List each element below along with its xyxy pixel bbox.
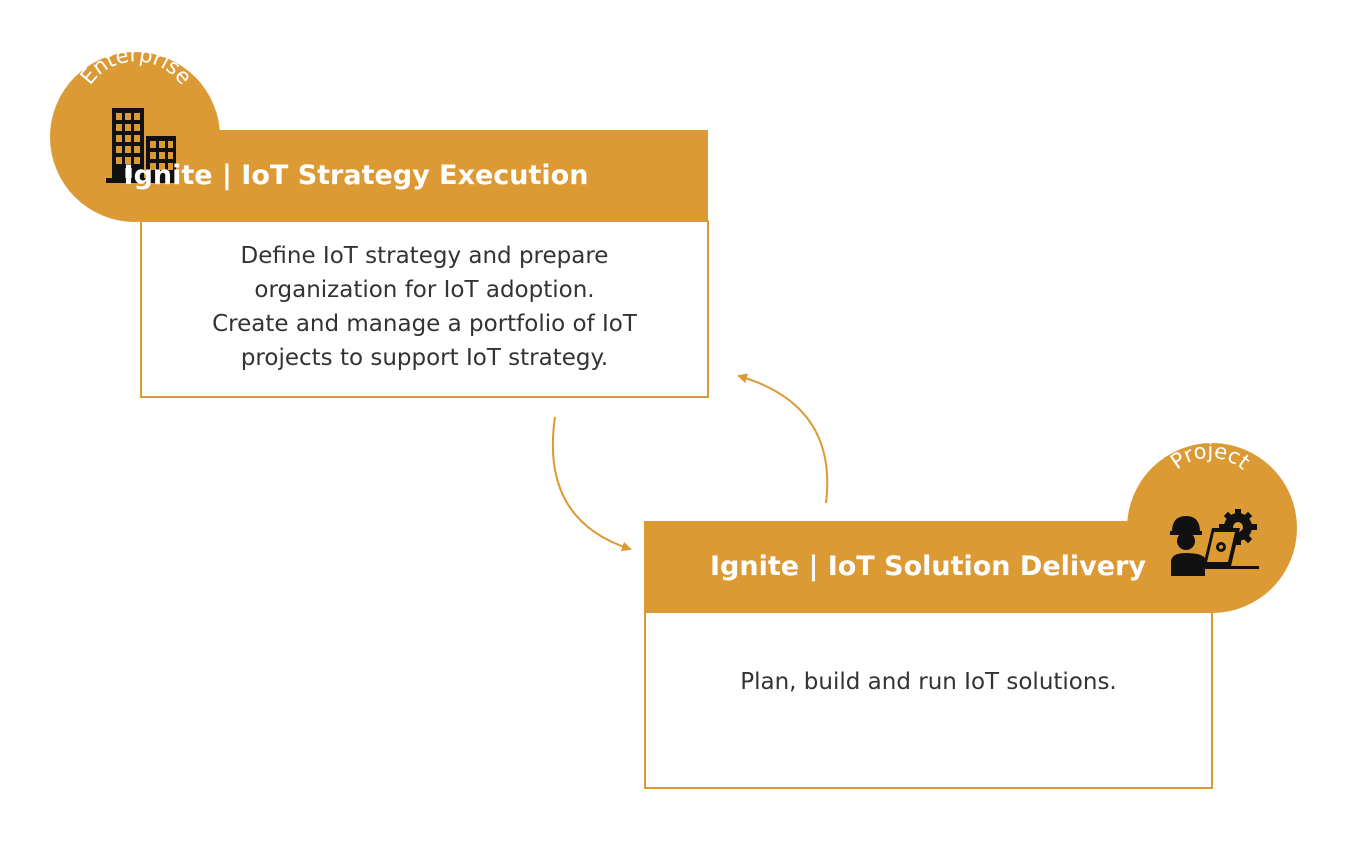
enterprise-desc-line-2: organization for IoT adoption.: [254, 277, 595, 303]
enterprise-title-container: Ignite | IoT Strategy Execution: [124, 130, 708, 221]
enterprise-title: Ignite | IoT Strategy Execution: [123, 160, 589, 191]
project-title-bar: [644, 521, 1212, 612]
office-building-icon: [106, 108, 179, 183]
project-body-box: [644, 611, 1213, 789]
enterprise-desc-line-1: Define IoT strategy and prepare: [240, 243, 609, 269]
project-title: Ignite | IoT Solution Delivery: [709, 551, 1146, 582]
worker-laptop-gear-icon: [1170, 509, 1259, 576]
arrow-delivery-to-strategy: [737, 373, 829, 504]
enterprise-body-box: [140, 220, 709, 398]
enterprise-title-bar: [140, 130, 708, 221]
project-description: Plan, build and run IoT solutions.: [645, 664, 1212, 700]
project-card: Project: [644, 439, 1297, 789]
enterprise-desc-line-3: Create and manage a portfolio of IoT: [212, 311, 637, 337]
arrow-strategy-to-delivery: [551, 416, 632, 552]
project-title-container: Ignite | IoT Solution Delivery: [644, 521, 1212, 612]
enterprise-description: Define IoT strategy and prepare organiza…: [141, 238, 708, 376]
enterprise-desc-line-4: projects to support IoT strategy.: [240, 345, 609, 371]
project-desc-line-1: Plan, build and run IoT solutions.: [740, 669, 1117, 695]
